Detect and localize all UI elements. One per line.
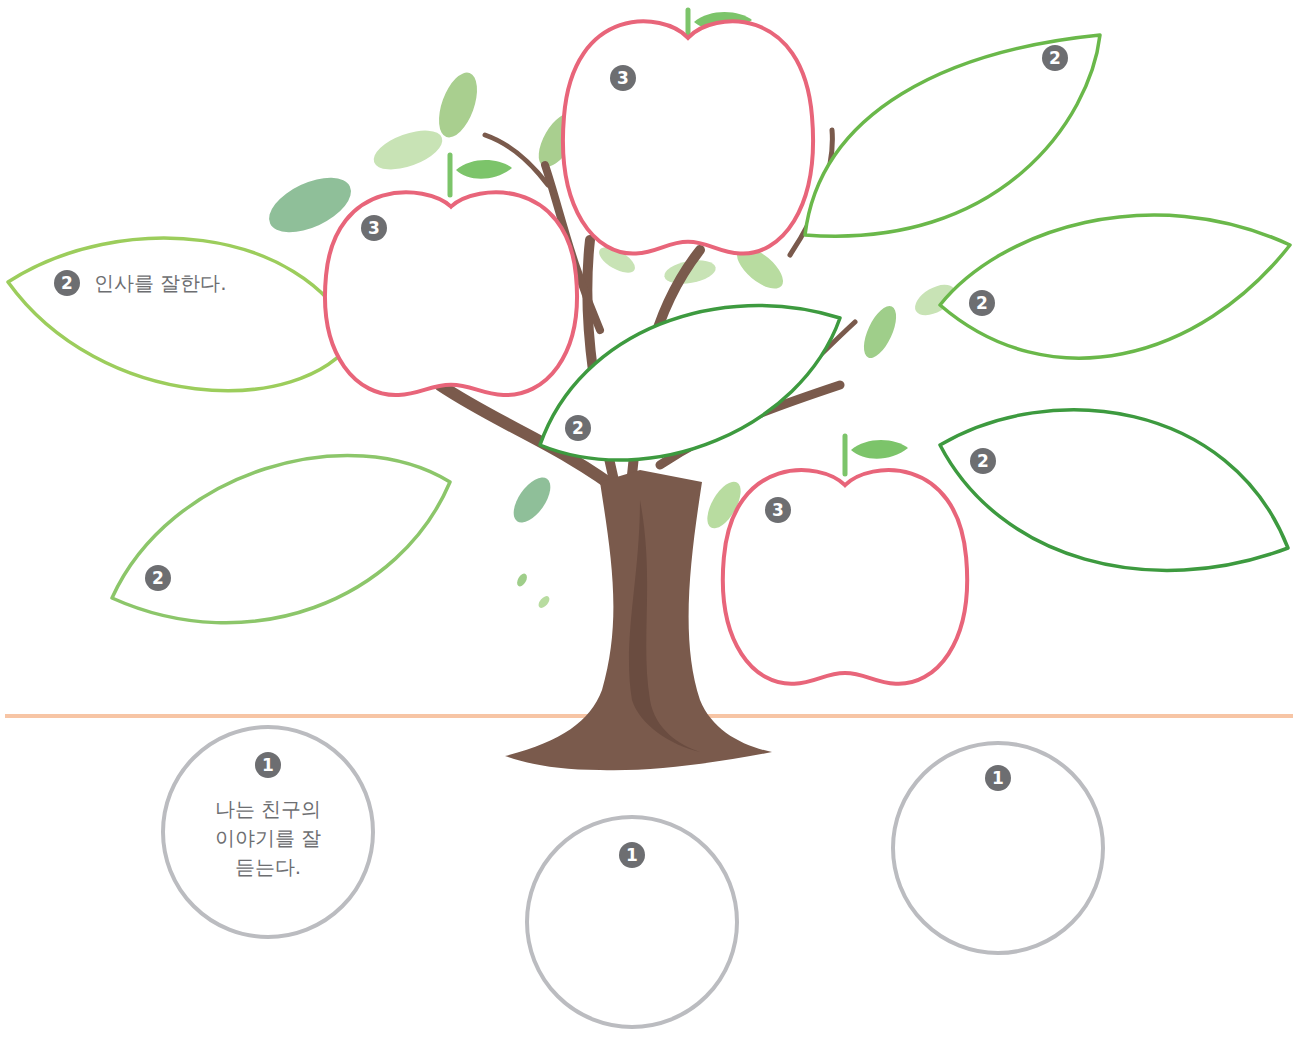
leaf-shape: 2 — [800, 30, 1105, 240]
callout-number: 1 — [619, 842, 645, 868]
leaf-outline — [536, 290, 846, 480]
callout-number: 2 — [145, 565, 171, 591]
callout-number: 3 — [765, 497, 791, 523]
apple-outline — [558, 5, 818, 257]
leaf-outline — [936, 395, 1292, 585]
callout-number: 2 — [1042, 45, 1068, 71]
circle-shape: 1 나는 친구의 이야기를 잘 듣는다. — [160, 724, 376, 940]
apple-shape: 3 — [320, 178, 582, 398]
leaf-shape: 2 — [936, 190, 1293, 375]
callout-number: 2 — [54, 270, 80, 296]
apple-outline — [718, 455, 972, 687]
callout-number: 3 — [610, 65, 636, 91]
callout-number: 2 — [565, 415, 591, 441]
leaf-shape: 2 인사를 잘한다. — [4, 215, 364, 415]
note-text: 나는 친구의 이야기를 잘 듣는다. — [208, 795, 328, 882]
leaf-outline — [936, 190, 1293, 375]
circle-shape: 1 — [524, 814, 740, 1030]
callout-number: 2 — [969, 290, 995, 316]
leaf-outline — [4, 215, 364, 415]
apple-outline — [320, 178, 582, 398]
leaf-shape: 2 — [936, 395, 1292, 585]
callout-number: 1 — [255, 752, 281, 778]
leaf-outline — [108, 435, 454, 635]
leaf-shape: 2 — [536, 290, 846, 480]
trunk-shade — [629, 500, 700, 752]
callout-number: 3 — [361, 215, 387, 241]
callout-number: 1 — [985, 765, 1011, 791]
callout-number: 2 — [970, 448, 996, 474]
note-text: 인사를 잘한다. — [94, 269, 324, 298]
apple-shape: 3 — [718, 455, 972, 687]
leaf-shape: 2 — [108, 435, 454, 635]
circle-shape: 1 — [890, 740, 1106, 956]
apple-shape: 3 — [558, 5, 818, 257]
